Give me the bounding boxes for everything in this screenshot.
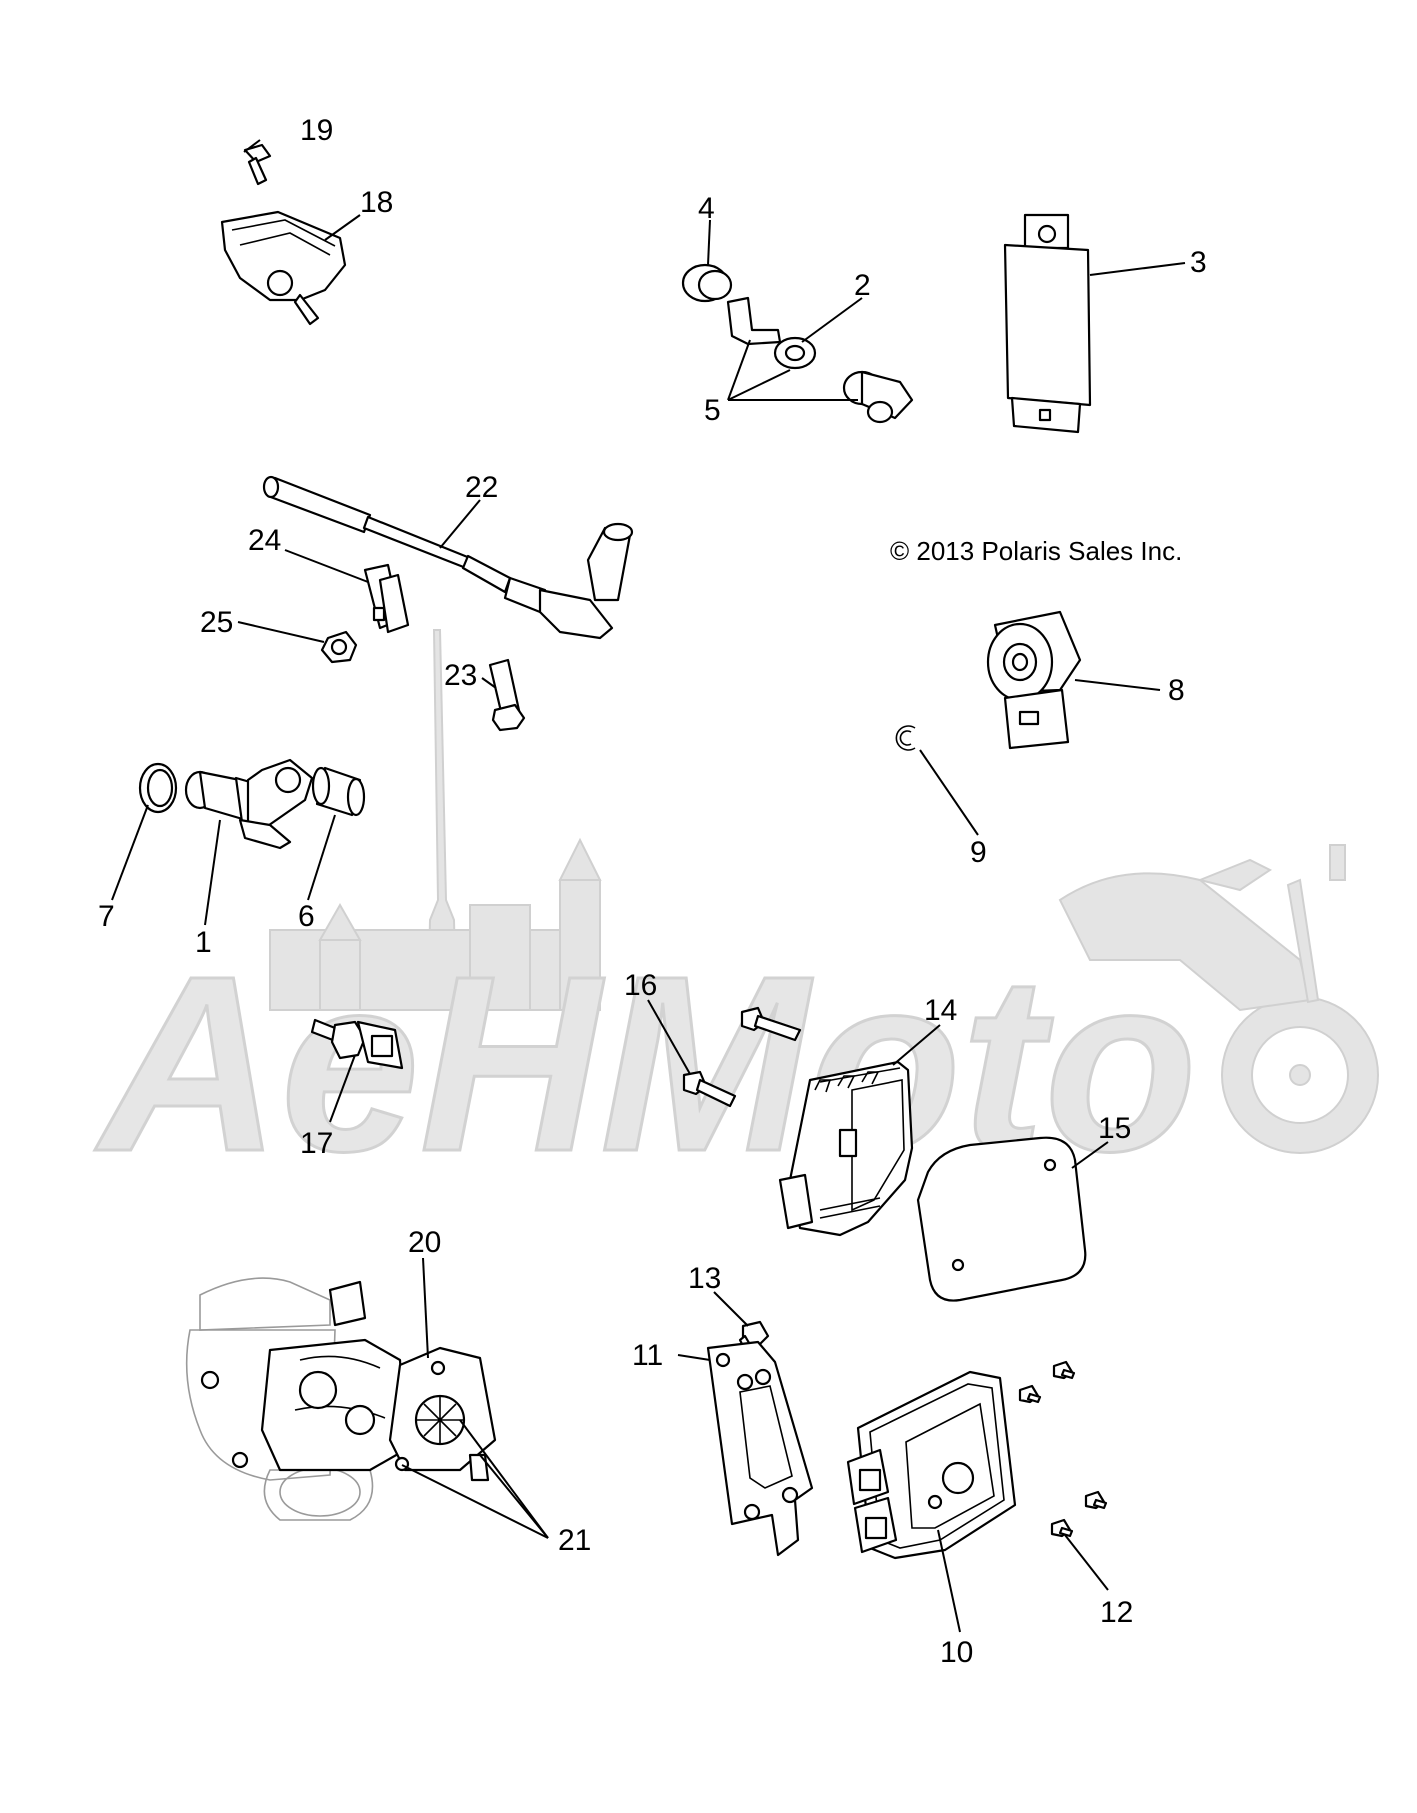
part-3-relay-module (1003, 213, 1092, 434)
part-11-bracket (706, 1340, 814, 1557)
callout-25: 25 (200, 606, 233, 639)
watermark-motorbike (1058, 844, 1379, 1154)
part-4-cap (681, 263, 733, 303)
part-24-clamp (363, 563, 410, 634)
callout-6: 6 (298, 900, 315, 933)
callout-12: 12 (1100, 1596, 1133, 1629)
part-5-sensor (842, 370, 914, 424)
leader-21a (459, 1419, 549, 1539)
part-10-ecu (846, 1370, 1017, 1560)
leader-21b (479, 1454, 549, 1539)
callout-11: 11 (632, 1339, 663, 1372)
callout-2: 2 (854, 269, 871, 302)
part-16-screw-a (682, 1070, 737, 1108)
leader-9 (919, 749, 979, 836)
leader-25 (237, 621, 325, 643)
leader-13 (713, 1291, 749, 1327)
leader-8 (1074, 679, 1161, 691)
leader-17 (329, 1054, 356, 1123)
callout-17: 17 (300, 1127, 333, 1160)
leader-1 (204, 819, 221, 926)
part-2-washer (773, 336, 817, 370)
part-17-temp-sensor (310, 1018, 404, 1070)
callout-16: 16 (624, 969, 657, 1002)
leader-10 (937, 1529, 961, 1633)
part-18-map-sensor (220, 210, 347, 326)
copyright-notice: © 2013 Polaris Sales Inc. (890, 536, 1182, 566)
callout-24: 24 (248, 524, 281, 557)
part-22-sensor-harness (262, 475, 634, 640)
callout-labels: 19 18 4 2 3 5 22 24 25 23 8 9 7 1 6 17 1… (98, 114, 1207, 1669)
leader-3 (1089, 262, 1186, 276)
callout-15: 15 (1098, 1112, 1131, 1145)
part-7-o-ring (138, 762, 178, 814)
part-8-knock-sensor (986, 610, 1082, 750)
part-12-screw-c (1084, 1490, 1108, 1510)
leader-19 (243, 139, 261, 153)
callout-22: 22 (465, 471, 498, 504)
leader-6 (307, 814, 336, 901)
callout-18: 18 (360, 186, 393, 219)
callout-14: 14 (924, 994, 957, 1027)
part-15-gasket (916, 1136, 1087, 1302)
part-25-nut (320, 630, 358, 664)
part-12-screw-d (1050, 1518, 1074, 1538)
leader-lines (111, 139, 1186, 1633)
part-16-screw-b (740, 1006, 802, 1042)
callout-10: 10 (940, 1636, 973, 1669)
part-5-tab (726, 296, 782, 346)
leader-12 (1064, 1534, 1109, 1591)
part-14-enclosure (778, 1060, 914, 1237)
leader-21c (401, 1464, 549, 1539)
watermark-skyline (269, 629, 602, 1011)
callout-5: 5 (704, 394, 721, 427)
leader-7 (111, 804, 149, 901)
part-20-throttle-body (185, 1277, 407, 1521)
leader-23 (481, 677, 497, 689)
callout-19: 19 (300, 114, 333, 147)
part-12-screw-a (1018, 1384, 1042, 1404)
part-21-tps-sensor (388, 1346, 497, 1482)
callout-23: 23 (444, 659, 477, 692)
leader-16 (647, 999, 691, 1075)
callout-4: 4 (698, 192, 715, 225)
callout-3: 3 (1190, 246, 1207, 279)
leader-20 (422, 1257, 429, 1359)
part-12-screw-b (1052, 1360, 1076, 1380)
callout-7: 7 (98, 900, 115, 933)
part-1-position-sensor (184, 758, 314, 850)
part-12-screws (1018, 1360, 1108, 1538)
callout-13: 13 (688, 1262, 721, 1295)
leader-4 (707, 219, 711, 266)
leader-11 (677, 1354, 711, 1361)
leader-5a (727, 339, 751, 401)
callout-1: 1 (195, 926, 212, 959)
callout-21: 21 (558, 1524, 591, 1557)
callout-8: 8 (1168, 674, 1185, 707)
part-19-bolt (243, 143, 272, 186)
leader-22 (439, 499, 481, 549)
part-23-bolt (488, 658, 526, 732)
leader-18 (324, 214, 361, 241)
leader-15 (1071, 1141, 1109, 1169)
callout-20: 20 (408, 1226, 441, 1259)
part-6-sleeve (311, 766, 366, 817)
watermark: AeHMoto (93, 629, 1379, 1205)
leader-2 (801, 297, 863, 343)
leader-24 (284, 549, 369, 583)
leader-5b (727, 369, 791, 401)
part-9-clip (895, 725, 916, 751)
leader-14 (892, 1024, 941, 1066)
callout-9: 9 (970, 836, 987, 869)
